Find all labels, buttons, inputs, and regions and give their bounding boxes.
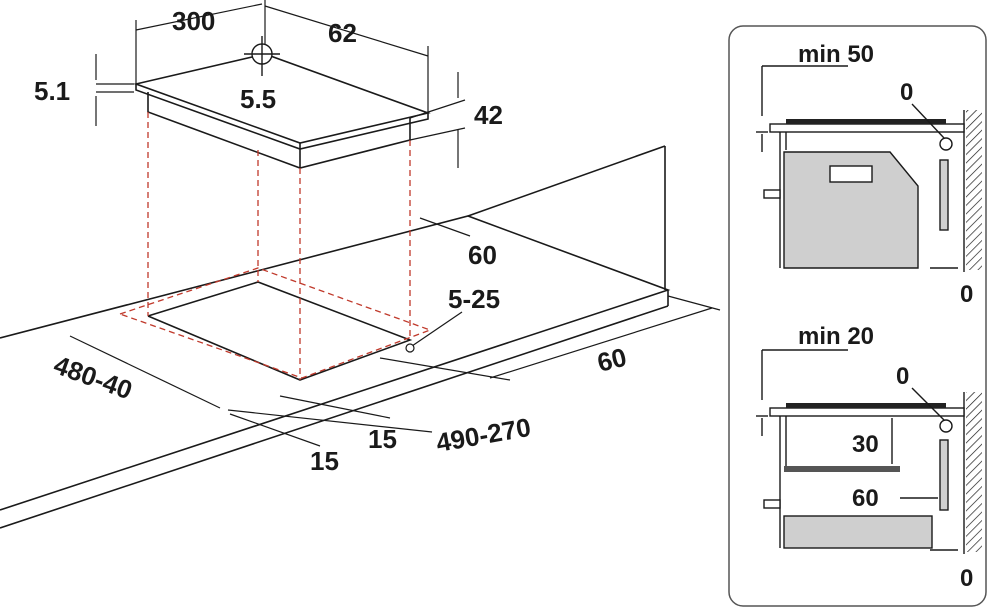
label-zero-top-2: 0 (896, 363, 909, 390)
label-min-20: min 20 (798, 323, 874, 350)
glass-bottom (786, 403, 946, 408)
label-front-gap: 60 (594, 342, 629, 378)
side-view-bottom (756, 349, 982, 554)
label-zero-bottom-2: 0 (960, 565, 973, 592)
worktop (0, 145, 671, 529)
label-gap-60: 60 (852, 485, 879, 512)
oven-top (783, 151, 919, 269)
connection-point (405, 343, 415, 353)
label-depth: 62 (328, 18, 357, 48)
wall-hatch-2 (966, 392, 982, 552)
label-body-height: 42 (474, 100, 503, 130)
label-side-a: 15 (310, 446, 339, 476)
shelf (784, 466, 900, 472)
main-perspective-diagram (0, 0, 721, 529)
label-gap-30: 30 (852, 431, 879, 458)
label-cutout-width: 490-270 (434, 412, 533, 458)
label-connection: 5-25 (448, 284, 500, 314)
glass-top (786, 119, 946, 124)
label-zero-top-1: 0 (900, 79, 913, 106)
label-side-b: 15 (368, 424, 397, 454)
hob (133, 53, 431, 169)
side-view-top (756, 65, 982, 272)
cutout-outline (147, 281, 413, 381)
projection-lines (119, 112, 432, 380)
label-center-dim: 5.5 (240, 84, 276, 114)
center-symbol (244, 36, 280, 76)
label-back-gap: 60 (468, 240, 497, 270)
label-cutout-depth: 480-40 (50, 349, 136, 405)
wall-hatch (966, 110, 982, 270)
label-glass-thickness: 5.1 (34, 76, 70, 106)
label-width: 300 (172, 6, 215, 36)
label-zero-bottom-1: 0 (960, 281, 973, 308)
label-min-50: min 50 (798, 41, 874, 68)
